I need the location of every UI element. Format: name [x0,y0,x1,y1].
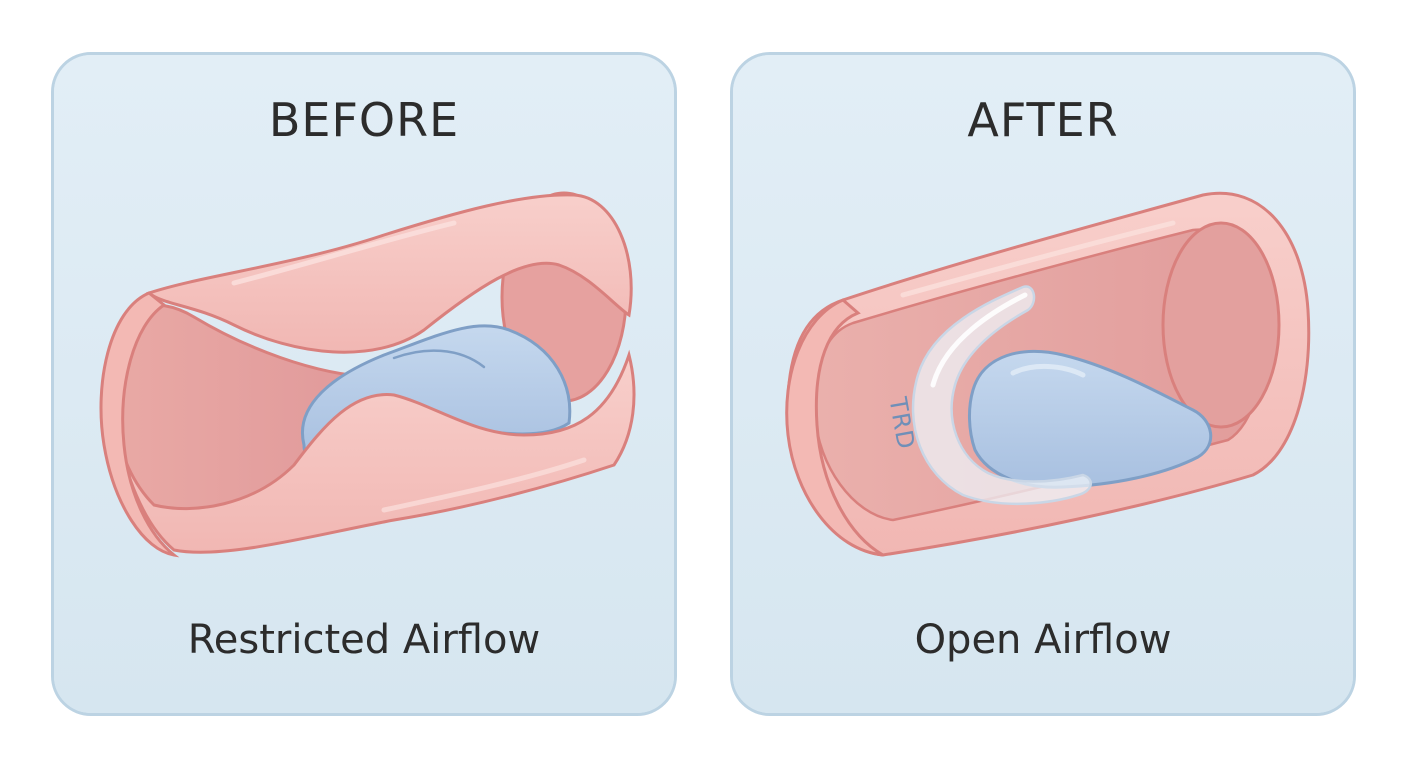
tongue-highlight [1010,363,1086,378]
before-panel: BEFORE Restricted Airflow [51,52,677,716]
after-title: AFTER [967,93,1119,147]
tongue-forward [968,349,1213,489]
before-title: BEFORE [268,93,460,147]
airway-lower-wall [112,349,636,554]
tissue-highlight [381,457,587,513]
tissue-highlight [900,220,1176,298]
airway-near-rim [99,291,180,558]
after-caption: Open Airflow [914,617,1172,663]
trd-device-highlight [930,292,1028,388]
airway-near-rim [785,298,884,557]
before-caption: Restricted Airflow [187,617,541,663]
airway-far-opening [1161,221,1281,429]
restricted-airway-illustration [54,55,674,713]
tissue-highlight [231,220,457,286]
open-airway-illustration [733,55,1353,713]
airway-upper-wall [145,193,633,354]
tongue-groove-line [392,349,486,369]
after-panel: TRD AFTER Open Airflow [730,52,1356,716]
